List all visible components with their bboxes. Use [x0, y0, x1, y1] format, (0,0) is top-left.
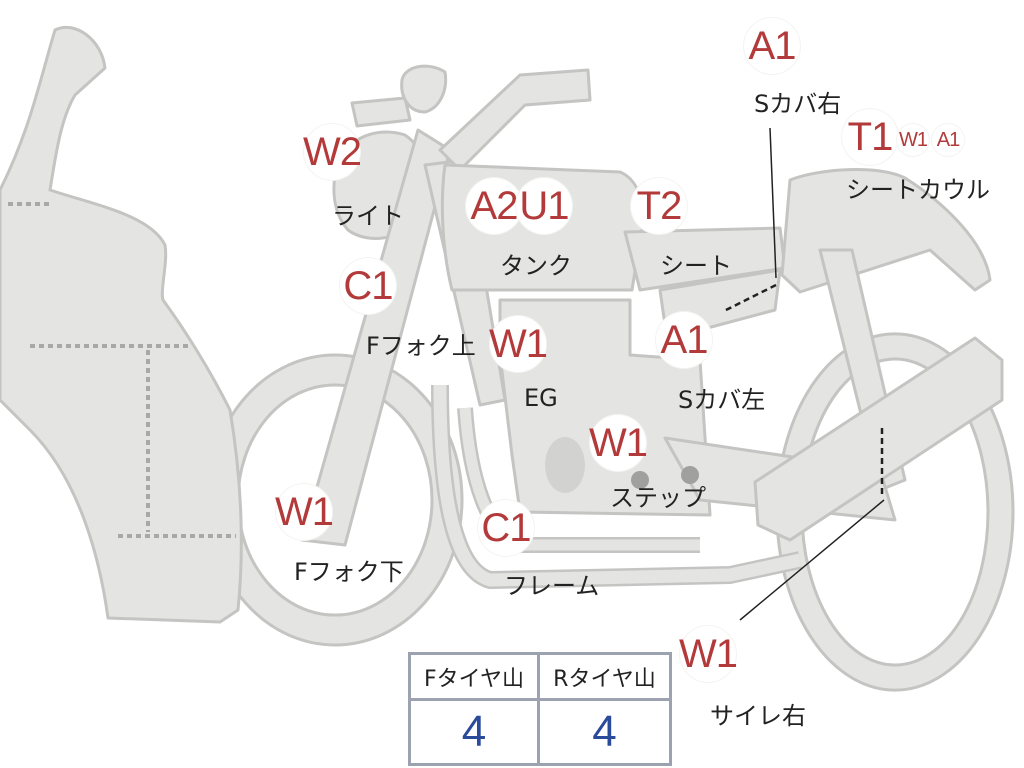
part-label: ライト — [332, 202, 404, 230]
upper-frame-tube — [438, 68, 592, 172]
code-badge: W1 — [489, 316, 548, 372]
part-label: Sカバ左 — [678, 386, 766, 414]
part-label: Fフォク上 — [366, 332, 476, 360]
part-label: サイレ右 — [710, 702, 806, 730]
code-badge: U1 — [516, 178, 572, 234]
code-badge: A2 — [466, 178, 522, 234]
front-fork — [300, 128, 452, 547]
leader-line-s-cover-right — [769, 127, 777, 279]
code-badge: A1 — [744, 18, 800, 74]
part-label: タンク — [500, 252, 572, 280]
tire-tread-table: Fタイヤ山 Rタイヤ山 4 4 — [408, 652, 672, 766]
code-badge: C1 — [340, 258, 396, 314]
code-badge: W1 — [589, 415, 648, 471]
code-badge: T1 — [842, 109, 898, 165]
rear-tire-value: 4 — [592, 707, 617, 756]
rear-tire-header: Rタイヤ山 — [540, 655, 669, 701]
part-label: シート — [660, 252, 732, 280]
rider-figure — [0, 25, 243, 624]
part-label: シートカウル — [846, 176, 990, 204]
code-badge: W2 — [303, 124, 362, 180]
code-badge: T2 — [631, 178, 687, 234]
leader-line-muffler — [739, 499, 885, 621]
code-badge: W1 — [897, 124, 929, 156]
front-wheel — [206, 353, 464, 647]
rear-wheel — [775, 332, 1015, 692]
front-tire-value: 4 — [411, 701, 540, 763]
part-label: EG — [524, 384, 558, 412]
front-tire-header: Fタイヤ山 — [411, 655, 540, 701]
code-badge: A1 — [656, 312, 712, 368]
mirror — [400, 64, 448, 114]
code-badge: W1 — [275, 484, 334, 540]
part-label: Fフォク下 — [294, 558, 404, 586]
code-badge: C1 — [478, 500, 534, 556]
part-label: フレーム — [504, 572, 600, 600]
code-badge: A1 — [932, 124, 964, 156]
step-peg-1 — [631, 471, 649, 489]
part-label: Sカバ右 — [754, 90, 842, 118]
handlebar — [350, 96, 412, 128]
code-badge: W1 — [679, 626, 738, 682]
exhaust-silencer — [753, 336, 1004, 542]
engine-cover — [545, 437, 585, 493]
step-peg-2 — [681, 466, 699, 484]
part-label: ステップ — [610, 484, 706, 512]
